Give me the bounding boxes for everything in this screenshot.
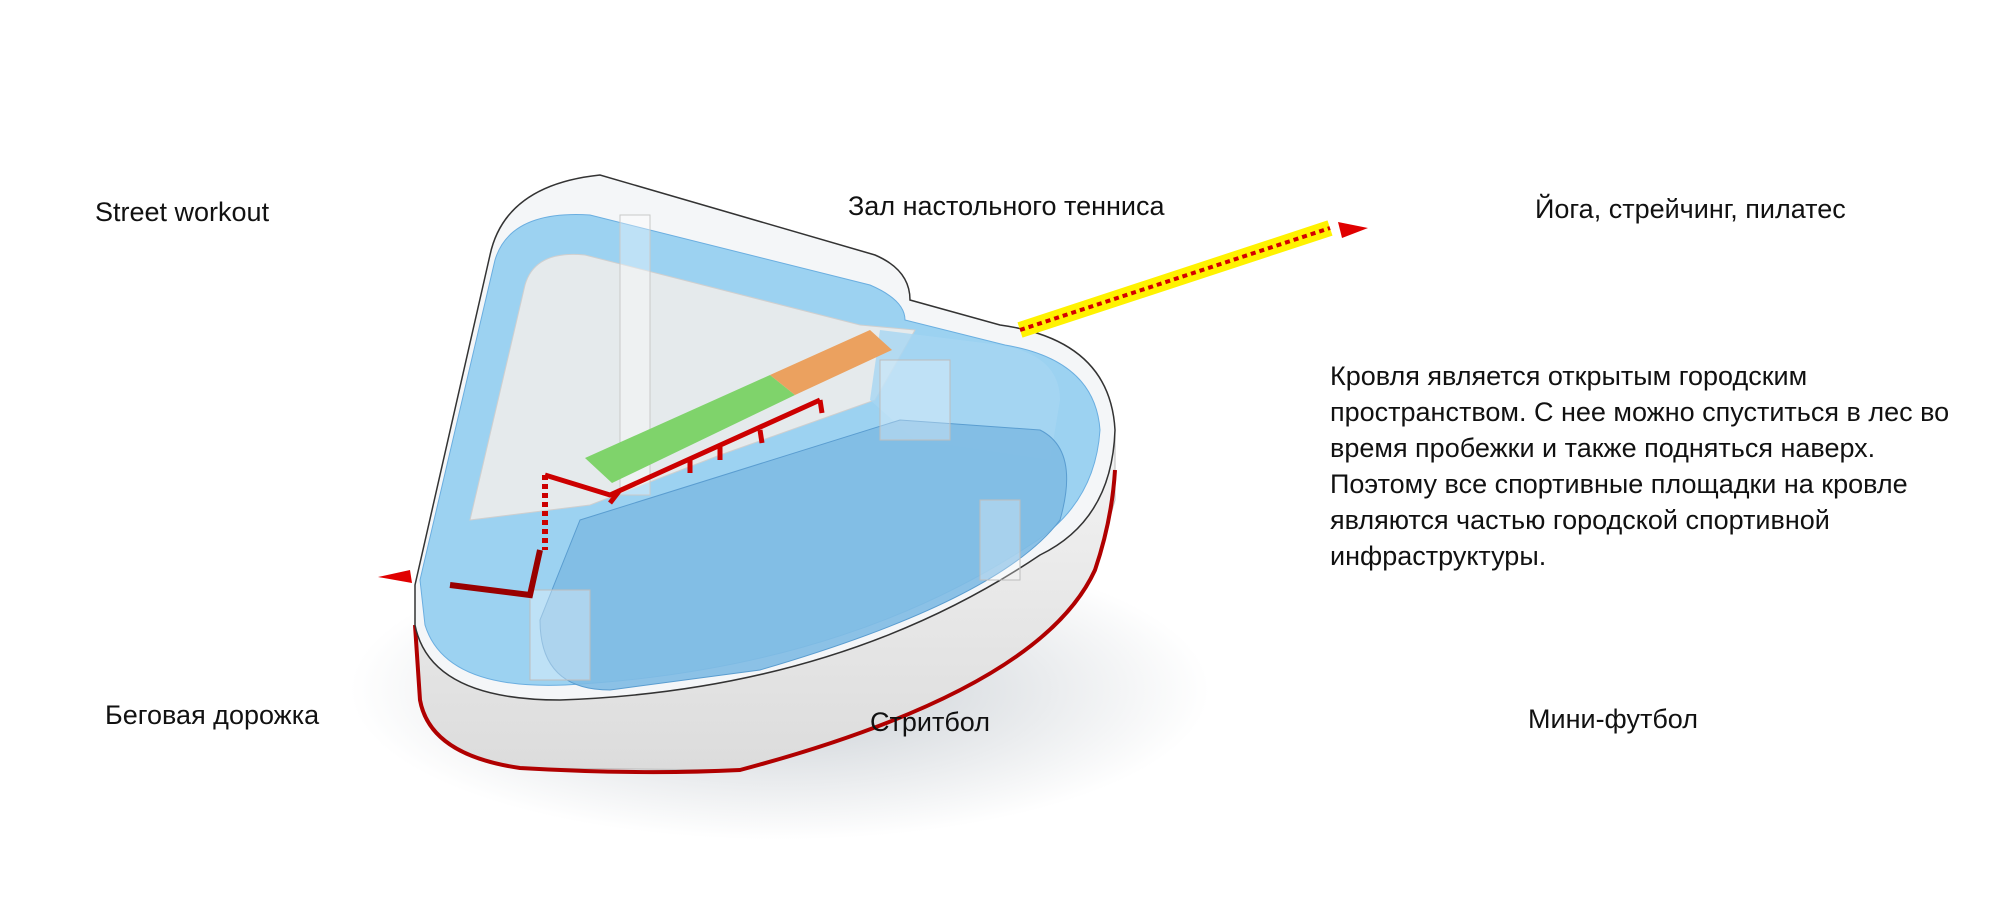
- glass-volume: [879, 359, 951, 441]
- route-entry-path: [449, 549, 543, 599]
- description-line: пространством. С нее можно спуститься в …: [1330, 397, 1950, 427]
- glass-volume: [529, 589, 591, 681]
- label-street-workout: Street workout: [95, 197, 270, 227]
- entry-arrow-icon: [378, 570, 412, 583]
- route-tick: [817, 399, 825, 414]
- description-text: Кровля является открытым городским прост…: [1330, 358, 1970, 574]
- label-table-tennis: Зал настольного тенниса: [848, 191, 1165, 221]
- route-tick: [608, 488, 622, 505]
- description-line: инфраструктуры.: [1330, 541, 1547, 571]
- green-zone: [585, 375, 795, 483]
- description-line: являются частью городской спортивной: [1330, 505, 1830, 535]
- route-tick: [757, 429, 765, 444]
- football-field-block: [539, 419, 1068, 691]
- description-line: Кровля является открытым городским: [1330, 361, 1808, 391]
- exit-route-dashed: [1019, 226, 1331, 332]
- description-line: время пробежки и также подняться наверх.: [1330, 433, 1876, 463]
- building-base-edge: [413, 469, 1117, 775]
- label-mini-football: Мини-футбол: [1528, 704, 1698, 734]
- label-yoga: Йога, стрейчинг, пилатес: [1535, 194, 1846, 224]
- glass-volume: [979, 499, 1021, 581]
- exit-arrow-icon: [1338, 222, 1368, 238]
- label-streetball: Стритбол: [870, 707, 990, 737]
- label-running-track: Беговая дорожка: [105, 700, 320, 730]
- orange-zone: [770, 330, 892, 395]
- description-line: Поэтому все спортивные площадки на кровл…: [1330, 469, 1908, 499]
- route-path: [544, 397, 822, 498]
